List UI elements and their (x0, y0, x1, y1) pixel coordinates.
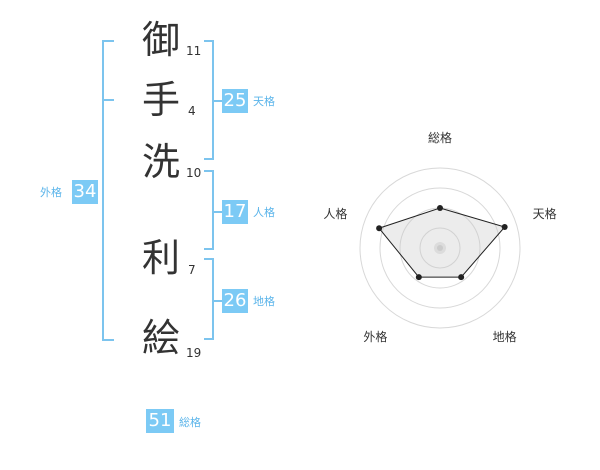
jinkaku-label: 人格 (253, 206, 275, 219)
name-char-1: 御 (142, 18, 181, 62)
radar-grid-ring (419, 227, 461, 269)
stroke-count-2: 4 (188, 104, 196, 118)
tenkaku-value: 25 (222, 89, 248, 113)
gaikaku-value: 34 (72, 180, 98, 204)
soukaku-value: 51 (146, 409, 174, 433)
stroke-count-5: 19 (186, 346, 202, 360)
jinkaku-value: 17 (222, 200, 248, 224)
chikaku-label: 地格 (253, 295, 275, 308)
radar-axis-label: 外格 (363, 329, 387, 344)
radar-data-point (415, 274, 422, 281)
name-char-4: 利 (142, 236, 181, 280)
radar-data-point (501, 223, 508, 230)
stroke-count-3: 10 (186, 166, 202, 180)
radar-axis-label: 天格 (533, 206, 557, 221)
gaikaku-label: 外格 (40, 186, 62, 199)
stroke-count-4: 7 (188, 263, 196, 277)
radar-grid-ring (379, 187, 501, 309)
radar-data-point (376, 225, 383, 232)
name-char-2: 手 (142, 78, 181, 122)
tenkaku-label: 天格 (253, 95, 275, 108)
radar-data-polygon (378, 207, 506, 278)
radar-axis-label: 人格 (323, 206, 347, 221)
radar-center-dot (437, 245, 443, 251)
radar-axis-label: 総格 (428, 130, 452, 145)
chikaku-value: 26 (222, 289, 248, 313)
radar-data-point (437, 205, 443, 211)
name-char-3: 洗 (142, 140, 181, 184)
name-char-5: 絵 (142, 316, 181, 360)
radar-data-point (458, 274, 465, 281)
radar-grid-ring (359, 167, 521, 329)
stroke-count-1: 11 (186, 44, 202, 58)
radar-axis-label: 地格 (493, 329, 517, 344)
soukaku-label: 総格 (179, 416, 201, 429)
